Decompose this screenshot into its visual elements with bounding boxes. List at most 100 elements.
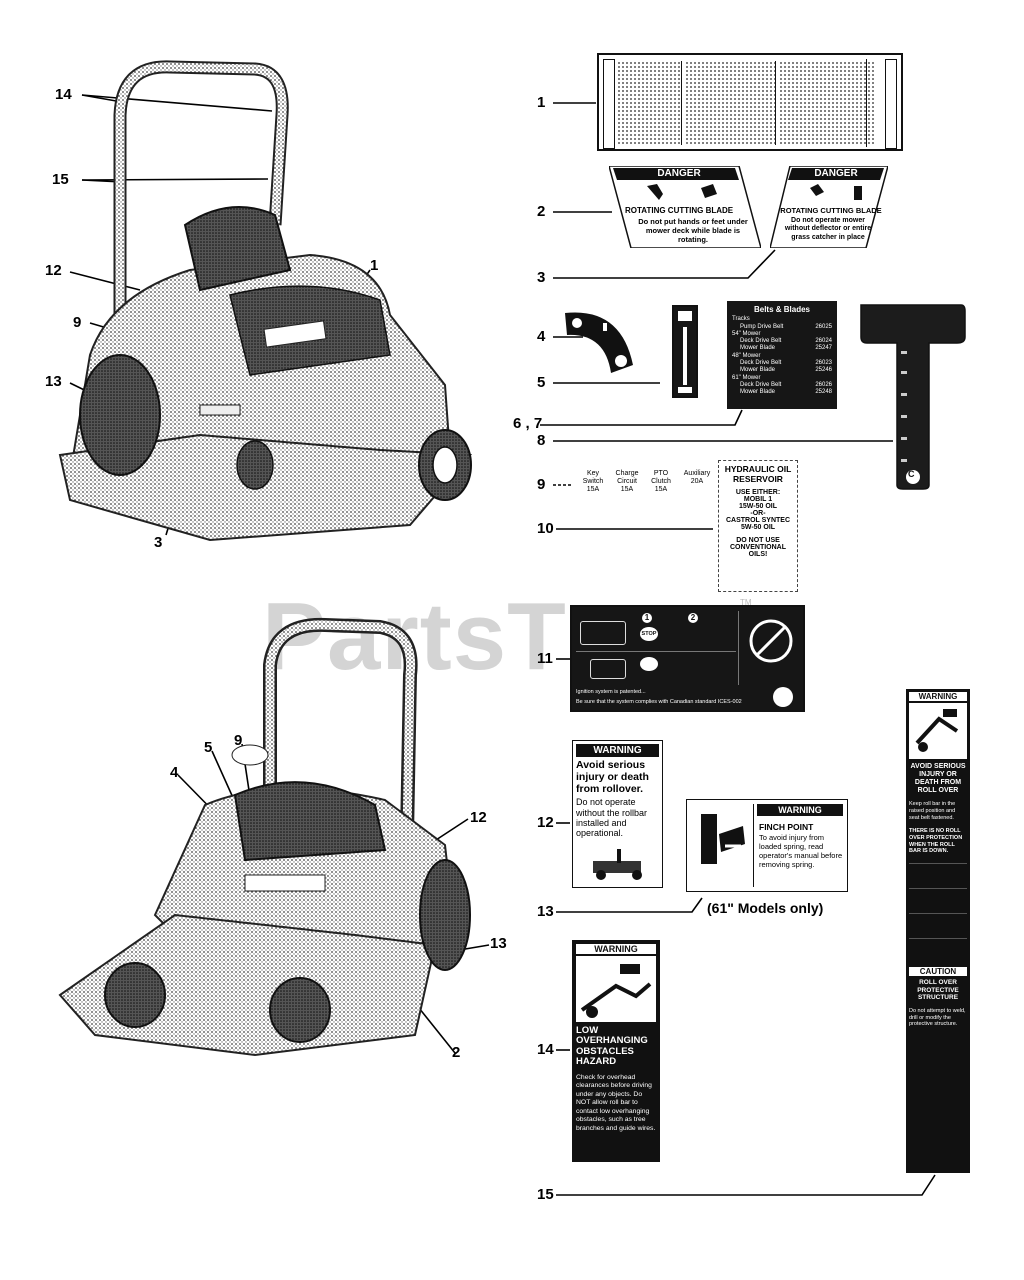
- decal-11-step1: 1: [642, 613, 652, 623]
- callout-13: 13: [45, 373, 62, 390]
- decal-6-row: 61" Mower: [732, 374, 761, 381]
- decal-14-low-obstacles: WARNING LOW OVERHANGING OBSTACLES HAZARD…: [572, 940, 660, 1162]
- index-label-8: 8: [537, 432, 546, 449]
- index-label-5: 5: [537, 374, 546, 391]
- mower-illustration-top: [58, 60, 473, 542]
- hydraulic-line: MOBIL 1: [743, 496, 773, 503]
- callout-9: 9: [73, 314, 82, 331]
- callout-b13: 13: [490, 935, 507, 952]
- decal-6-row: 48" Mower: [732, 352, 761, 359]
- decal-12-head: WARNING: [576, 744, 659, 757]
- decal-8-label: C: [908, 469, 915, 479]
- decal-3-danger: DANGER ROTATING CUTTING BLADE Do not ope…: [770, 166, 888, 248]
- decal-15-body2: THERE IS NO ROLL OVER PROTECTION WHEN TH…: [909, 827, 963, 855]
- index-label-9: 9: [537, 476, 546, 493]
- callout-3: 3: [154, 534, 163, 551]
- hydraulic-line: CONVENTIONAL OILS!: [730, 544, 786, 558]
- decal-11-footer1: Ignition system is patented...: [576, 689, 646, 695]
- decal-15-head: WARNING: [909, 692, 967, 701]
- decal-13-body: To avoid injury from loaded spring, read…: [759, 833, 843, 869]
- decal-14-title: LOW OVERHANGING OBSTACLES HAZARD: [576, 1025, 648, 1068]
- hydraulic-line: -OR-: [750, 510, 766, 517]
- decal-6-row: Tracks: [732, 316, 750, 323]
- decal-2-body: Do not put hands or feet under mower dec…: [638, 217, 748, 244]
- leader-14b: [81, 94, 273, 112]
- decal-4-throttle: [565, 312, 633, 373]
- decal-14-body: Check for overhead clearances before dri…: [576, 1073, 656, 1132]
- callout-b4: 4: [170, 764, 179, 781]
- callout-1: 1: [370, 257, 379, 274]
- decal-15-body1: Keep roll bar in the raised position and…: [909, 801, 956, 821]
- decal-15-caution: CAUTION: [909, 967, 967, 977]
- leader-b2: [414, 1002, 456, 1054]
- callout-b9: 9: [234, 732, 243, 749]
- watermark-tm: TM: [740, 598, 752, 607]
- callout-b2: 2: [452, 1044, 461, 1061]
- decal-15-caution-title: ROLL OVER PROTECTIVE STRUCTURE: [917, 979, 959, 1002]
- decal-12-rollover-warning: WARNING Avoid serious injury or death fr…: [572, 740, 663, 888]
- decal-3-body: Do not operate mower without deflector o…: [784, 217, 872, 241]
- index-label-6-7: 6 , 7: [513, 415, 543, 432]
- decal-14-head: WARNING: [576, 944, 656, 954]
- decal-1-instruction-panel: [597, 53, 903, 151]
- index-label-14: 14: [537, 1041, 554, 1058]
- decal-13-title: FINCH POINT: [759, 822, 814, 832]
- decal-3-title: ROTATING CUTTING BLADE: [780, 206, 882, 215]
- index-label-11: 11: [537, 650, 553, 667]
- decal-8-height-gauge: [860, 304, 966, 490]
- decal-2-danger: DANGER ROTATING CUTTING BLADE Do not put…: [609, 166, 761, 248]
- hydraulic-line: USE EITHER:: [735, 489, 781, 496]
- hydraulic-line: DO NOT USE: [736, 537, 780, 544]
- decal-6-title: Belts & Blades: [753, 305, 811, 314]
- callout-b12: 12: [470, 809, 487, 826]
- decal-10-hydraulic-oil: HYDRAULIC OIL RESERVOIR USE EITHER: MOBI…: [718, 460, 798, 592]
- hydraulic-line: CASTROL SYNTEC: [725, 517, 791, 524]
- decal-6-row: 54" Mower: [732, 330, 761, 337]
- index-label-4: 4: [537, 328, 546, 345]
- leader-15b: [81, 178, 269, 181]
- hydraulic-line: 5W-50 OIL: [740, 524, 776, 531]
- decal-13-note: (61" Models only): [707, 900, 824, 916]
- index-label-13: 13: [537, 903, 554, 920]
- hydraulic-line: HYDRAULIC OIL: [724, 464, 792, 474]
- decal-11-step2: 2: [688, 613, 698, 623]
- callout-b5: 5: [204, 739, 213, 756]
- index-label-10: 10: [537, 520, 554, 537]
- callout-15: 15: [52, 171, 69, 188]
- decal-2-head: DANGER: [657, 168, 701, 179]
- decal-12-title: Avoid serious injury or death from rollo…: [576, 759, 649, 796]
- decal-15-title: AVOID SERIOUS INJURY OR DEATH FROM ROLL …: [910, 763, 966, 795]
- hydraulic-line: RESERVOIR: [733, 474, 783, 484]
- decal-11-footer2: Be sure that the system complies with Ca…: [576, 699, 742, 705]
- index-label-1: 1: [537, 94, 546, 111]
- mower-illustration-bottom: [58, 617, 471, 1057]
- decal-15-roll-over: WARNING AVOID SERIOUS INJURY OR DEATH FR…: [906, 689, 970, 1173]
- decal-15-caution-body: Do not attempt to weld, drill or modify …: [909, 1007, 966, 1028]
- decal-13-head: WARNING: [757, 804, 843, 816]
- callout-12: 12: [45, 262, 62, 279]
- index-label-3: 3: [537, 269, 546, 286]
- decal-3-head: DANGER: [814, 168, 858, 179]
- decal-11-operation: 1 STOP 2 Ignition system is patented... …: [570, 605, 805, 712]
- index-label-2: 2: [537, 203, 546, 220]
- hydraulic-line: 15W-50 OIL: [739, 503, 777, 510]
- decal-11-stop: STOP: [640, 627, 658, 641]
- index-label-15: 15: [537, 1186, 554, 1203]
- decal-5-choke: [672, 305, 698, 398]
- index-label-12: 12: [537, 814, 554, 831]
- decal-12-body: Do not operate without the rollbar insta…: [576, 797, 648, 839]
- callout-14: 14: [55, 86, 72, 103]
